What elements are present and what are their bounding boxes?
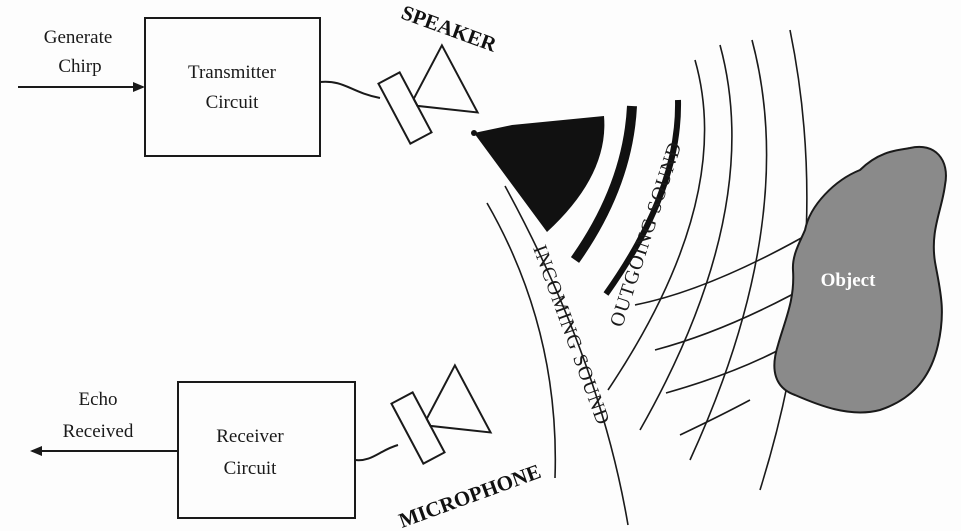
microphone-label: MICROPHONE xyxy=(396,459,545,531)
generate-label: Generate xyxy=(44,27,113,48)
transmitter-box xyxy=(144,17,321,157)
transmitter-label-2: Circuit xyxy=(206,92,259,113)
transmitter-label-1: Transmitter xyxy=(188,62,277,83)
receiver-wire xyxy=(354,444,399,462)
outgoing-wave-band-1 xyxy=(570,105,637,263)
echo-label: Echo xyxy=(78,389,117,410)
transmitter-wire xyxy=(319,80,381,99)
received-label: Received xyxy=(63,421,134,442)
speaker-icon xyxy=(377,43,480,146)
receiver-label-1: Receiver xyxy=(216,426,284,447)
incoming-arc-1 xyxy=(486,202,557,479)
incoming-arc-2 xyxy=(504,185,629,526)
chirp-label: Chirp xyxy=(58,56,101,77)
object-label: Object xyxy=(821,270,877,291)
speaker-horn xyxy=(474,116,605,232)
microphone-icon xyxy=(390,363,493,466)
outgoing-wave-band-2 xyxy=(603,99,682,296)
speaker-label: SPEAKER xyxy=(398,0,500,57)
receiver-box xyxy=(177,381,356,519)
object-shape xyxy=(773,145,947,414)
receiver-label-2: Circuit xyxy=(224,458,277,479)
